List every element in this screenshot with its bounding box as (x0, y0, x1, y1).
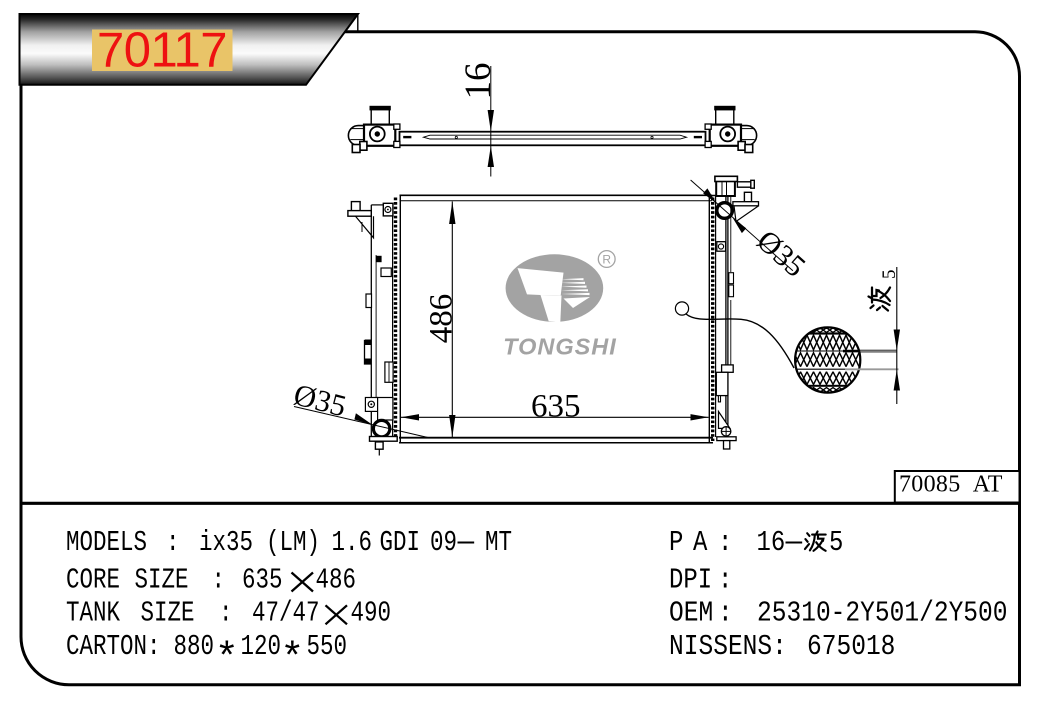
svg-text:R: R (602, 252, 611, 266)
svg-text:Ø35: Ø35 (750, 223, 812, 283)
svg-text:486: 486 (423, 294, 459, 344)
svg-text:16: 16 (458, 63, 499, 100)
svg-text:DPI:: DPI: (669, 564, 732, 596)
svg-text:635: 635 (531, 388, 581, 424)
svg-text:70085 AT: 70085 AT (899, 472, 1003, 498)
svg-text:TONGSHI: TONGSHI (503, 334, 617, 360)
svg-text:NISSENS:675018: NISSENS:675018 (669, 631, 895, 663)
svg-text:70117: 70117 (97, 24, 227, 78)
svg-text:*: * (219, 633, 235, 677)
svg-text:PA:165: PA:165 (669, 526, 843, 558)
svg-text:–: – (458, 524, 475, 557)
svg-text:–: – (786, 524, 803, 557)
svg-text:Ø35: Ø35 (290, 377, 349, 423)
svg-text:OEM:25310-2Y501/2Y500: OEM:25310-2Y501/2Y500 (669, 597, 1008, 629)
svg-text:*: * (285, 633, 301, 677)
svg-text:5: 5 (879, 270, 900, 280)
